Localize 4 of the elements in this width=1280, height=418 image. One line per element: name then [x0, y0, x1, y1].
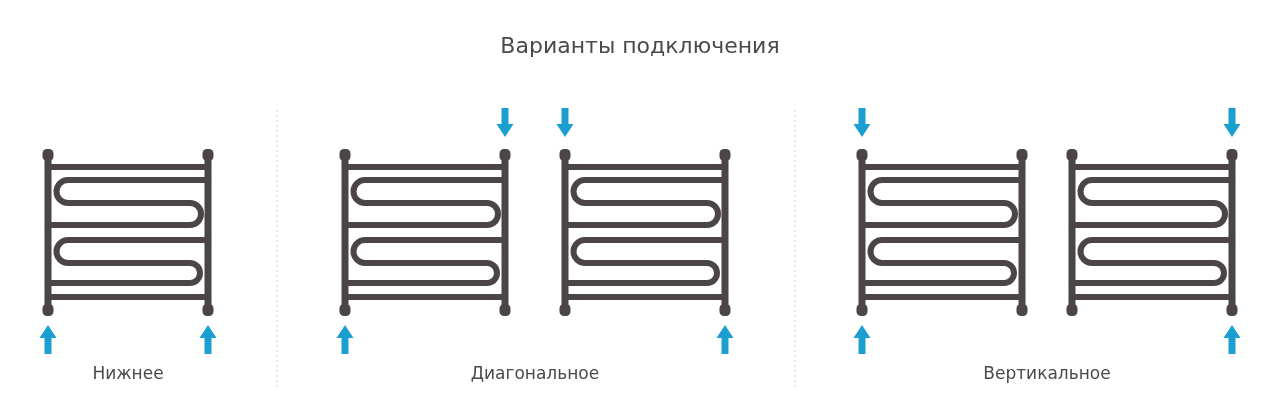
connection-type-label: Нижнее [92, 363, 164, 383]
title: Варианты подключения [499, 33, 781, 58]
connection-type-label: Вертикальное [983, 363, 1111, 383]
connection-type-label: Диагональное [470, 363, 600, 383]
